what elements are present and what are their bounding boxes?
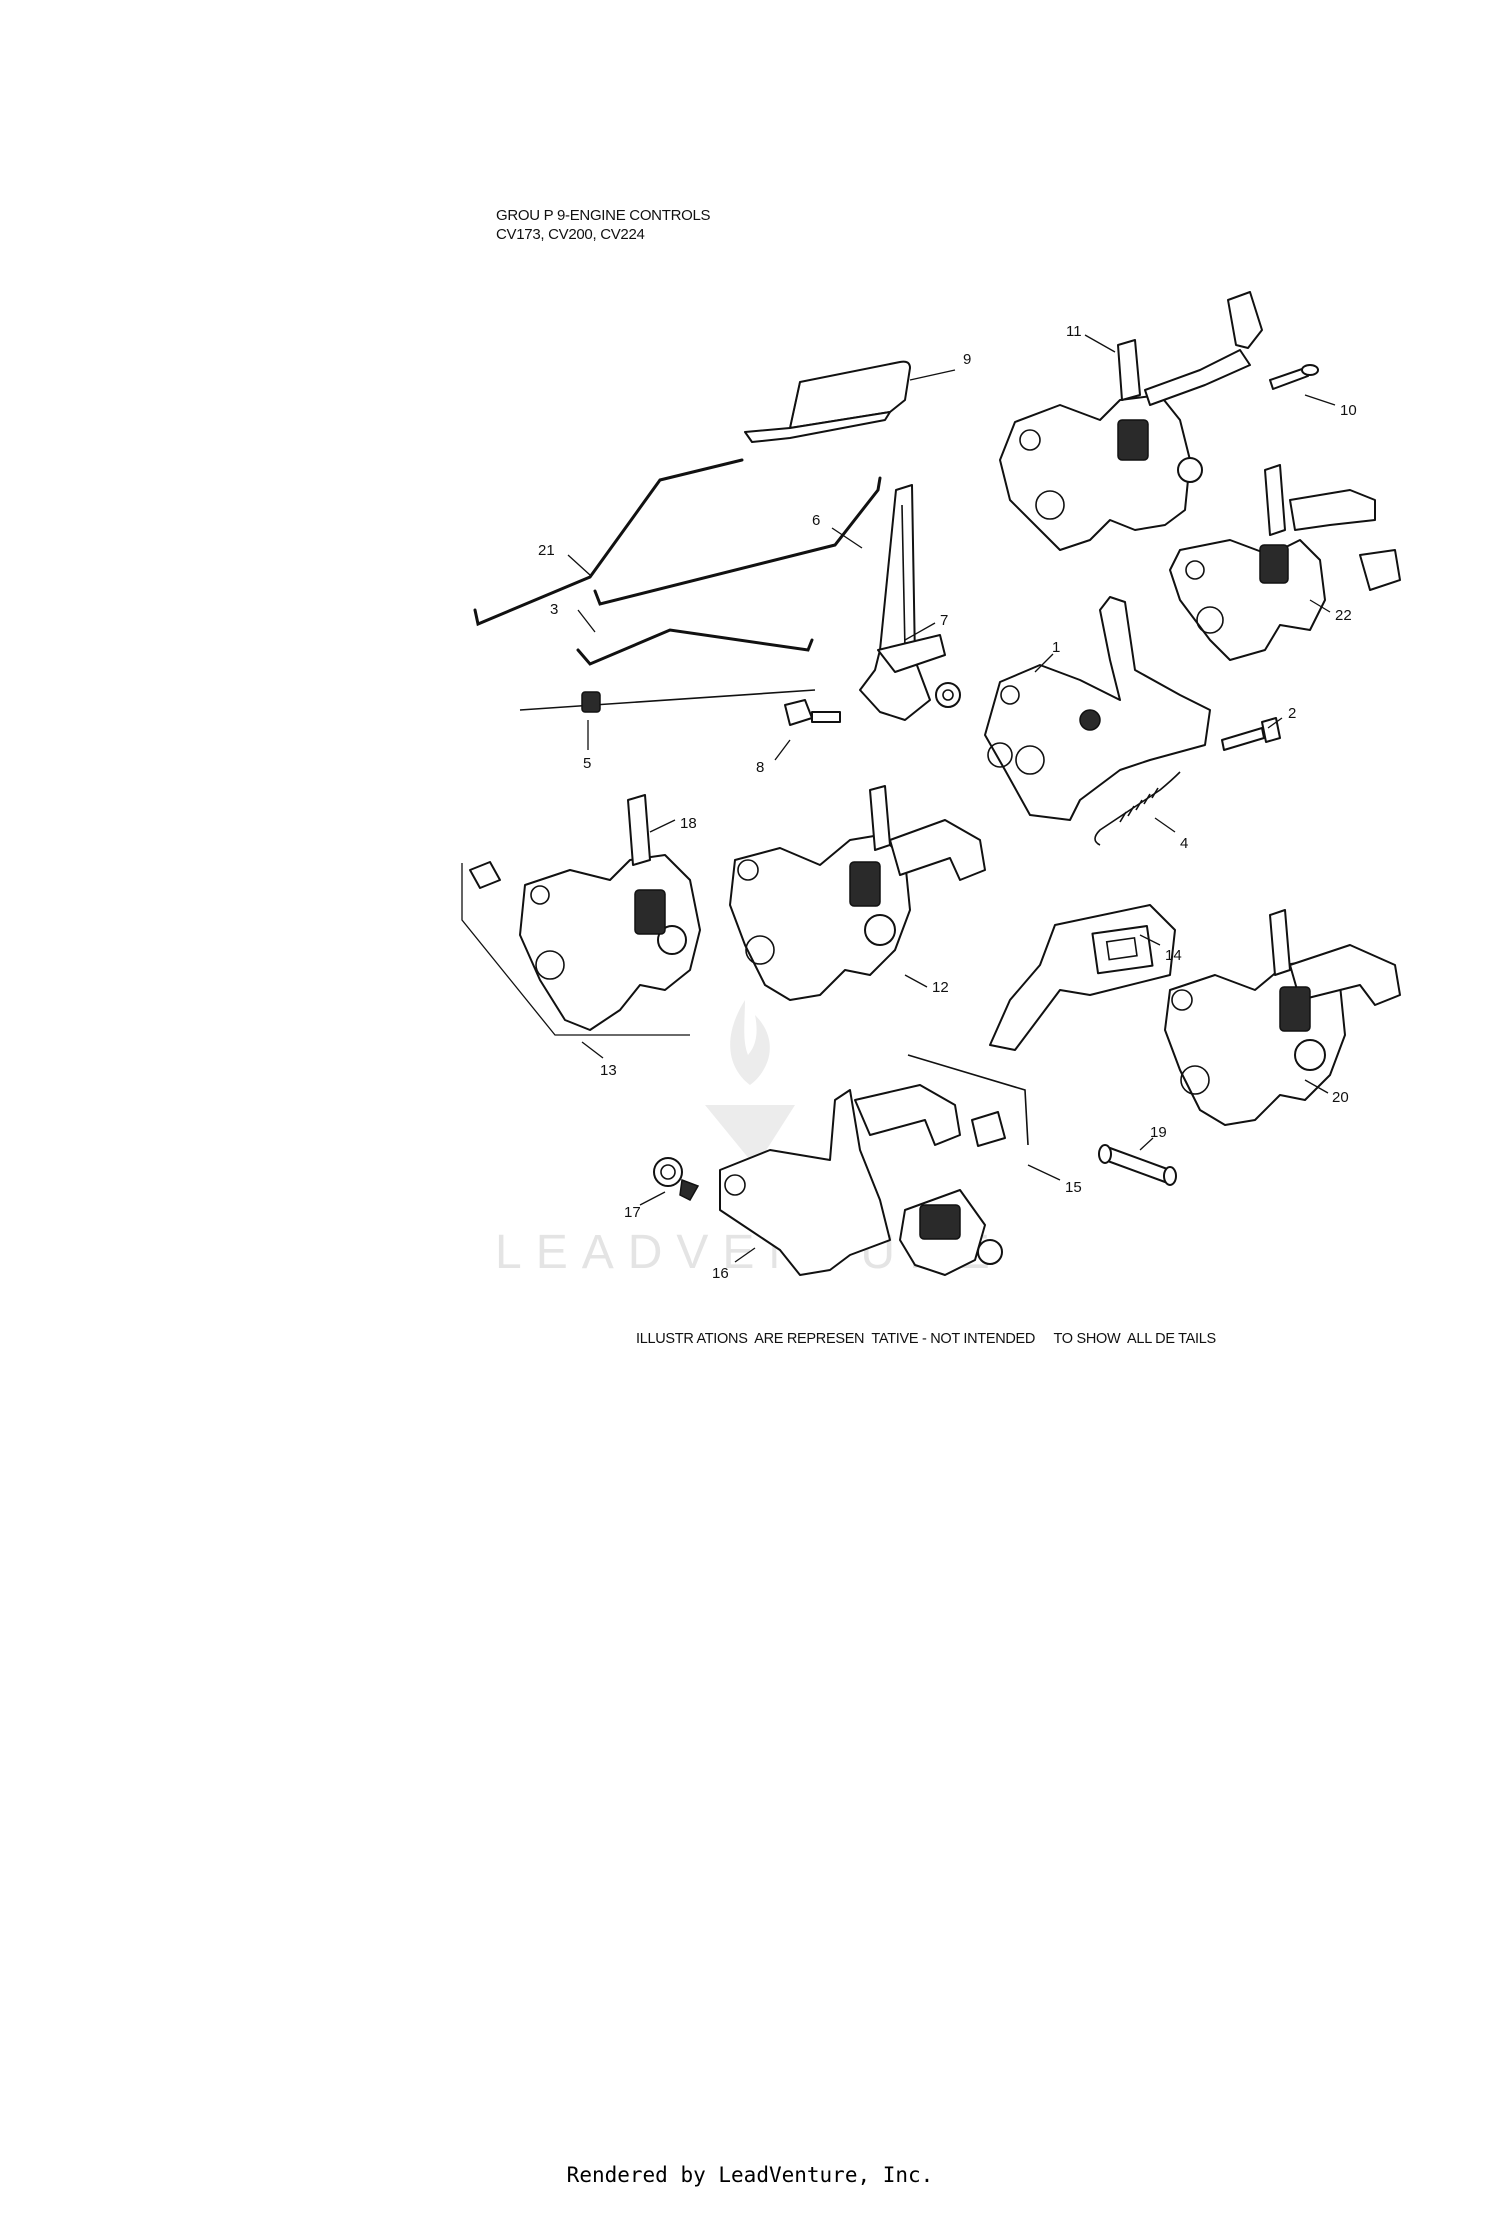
callout-1: 1	[1052, 639, 1060, 656]
callout-numbers: 1 2 3 4 5 6 7 8 9 10 11 12 13 14 15 16 1…	[538, 323, 1357, 1282]
callout-4: 4	[1180, 835, 1188, 852]
part-12-control	[729, 785, 986, 1001]
callout-6: 6	[812, 512, 820, 529]
part-22-control	[1169, 464, 1401, 661]
footer-credit: Rendered by LeadVenture, Inc.	[566, 2163, 934, 2187]
part-8-clip	[784, 699, 841, 726]
part-4-spring	[1094, 771, 1181, 846]
part-1-bracket	[984, 596, 1211, 821]
part-13-group-bracket	[461, 863, 690, 1036]
callout-3: 3	[550, 601, 558, 618]
callout-22: 22	[1335, 607, 1352, 624]
part-16-control	[719, 1084, 1003, 1276]
part-18-control	[469, 794, 701, 1031]
part-21-rod	[473, 458, 744, 627]
callout-9: 9	[963, 351, 971, 368]
callout-13: 13	[600, 1062, 617, 1079]
part-11-control	[999, 291, 1263, 551]
part-9-shield	[744, 360, 911, 443]
disclaimer-text: ILLUSTR ATIONS ARE REPRESEN TATIVE - NOT…	[636, 1331, 1216, 1347]
callout-12: 12	[932, 979, 949, 996]
part-20-control	[1164, 909, 1401, 1126]
callout-2: 2	[1288, 705, 1296, 722]
callout-21: 21	[538, 542, 555, 559]
part-6-rod	[593, 476, 882, 606]
callout-11: 11	[1066, 323, 1082, 340]
part-15-connector	[907, 1054, 1029, 1147]
part-7-lever	[859, 484, 961, 721]
callout-5: 5	[583, 755, 591, 772]
callout-18: 18	[680, 815, 697, 832]
callout-20: 20	[1332, 1089, 1349, 1106]
part-17-clip	[653, 1157, 700, 1201]
callout-14: 14	[1165, 947, 1182, 964]
callout-8: 8	[756, 759, 764, 776]
part-14-bracket	[989, 904, 1176, 1051]
callout-19: 19	[1150, 1124, 1167, 1141]
callout-17: 17	[624, 1204, 641, 1221]
callout-16: 16	[712, 1265, 729, 1282]
diagram-title: GROU P 9-ENGINE CONTROLS	[496, 207, 711, 224]
part-19-stud	[1098, 1144, 1177, 1186]
part-3-rod	[576, 628, 814, 666]
part-2-bolt	[1221, 717, 1281, 751]
part-5-cable	[519, 689, 816, 713]
part-10-bolt	[1269, 364, 1319, 390]
callout-7: 7	[940, 612, 948, 629]
model-list: CV173, CV200, CV224	[496, 226, 645, 243]
callout-15: 15	[1065, 1179, 1082, 1196]
leader-lines	[567, 334, 1336, 1263]
callout-10: 10	[1340, 402, 1357, 419]
